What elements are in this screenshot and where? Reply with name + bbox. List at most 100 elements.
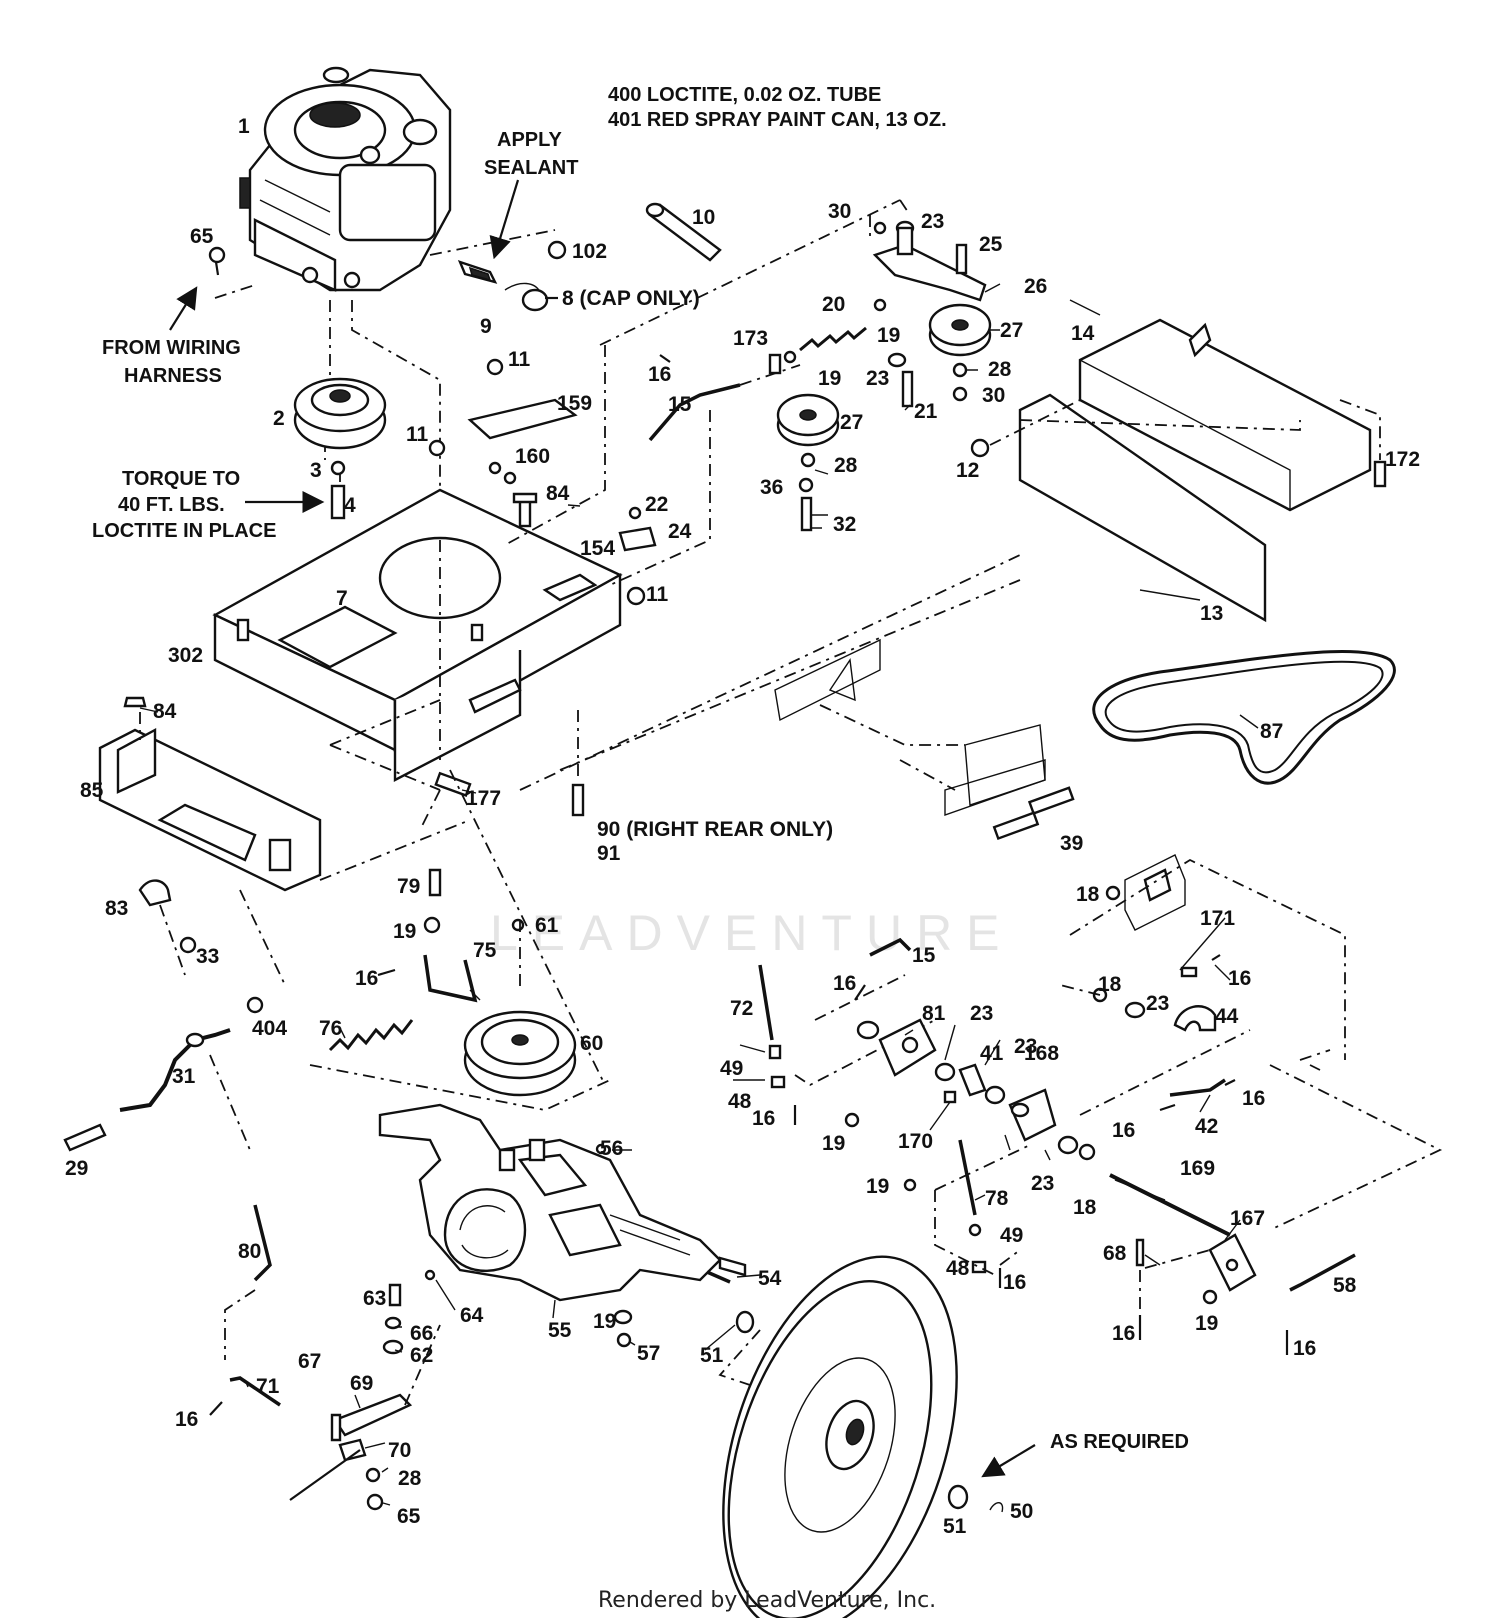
callout-number: 29: [65, 1157, 88, 1180]
as-required-label: AS REQUIRED: [1050, 1431, 1189, 1453]
callout-number: 168: [1024, 1042, 1059, 1065]
callout-number: 16: [355, 967, 378, 990]
washer-19a: [873, 298, 887, 312]
callout-number: 16: [1003, 1271, 1026, 1294]
bolt-171: [1180, 966, 1198, 978]
rod-80: [253, 1204, 272, 1282]
callout-number: 169: [1180, 1157, 1215, 1180]
callout-8-cap-only: 8 (CAP ONLY): [562, 287, 700, 310]
callout-number: 19: [877, 324, 900, 347]
callout-number: 16: [175, 1408, 198, 1431]
callout-number: 18: [1076, 883, 1100, 906]
bolt-90: [571, 783, 585, 817]
wiring-label-1: FROM WIRING: [102, 337, 241, 359]
callout-number: 36: [760, 476, 783, 499]
callout-number: 76: [319, 1017, 342, 1040]
callout-number: 23: [1014, 1035, 1037, 1058]
collar-41: [958, 1063, 987, 1097]
callout-number: 51: [943, 1515, 967, 1538]
callout-number: 10: [692, 206, 715, 229]
bracket-171: [1124, 854, 1186, 931]
rod-169: [1109, 1173, 1231, 1237]
pulley-27a: [928, 303, 992, 357]
washer-160b: [503, 471, 517, 485]
nut-11b: [428, 439, 446, 457]
callout-number: 27: [840, 411, 863, 434]
callout-number: 54: [758, 1267, 782, 1290]
callout-number: 30: [982, 384, 1005, 407]
callout-number: 19: [818, 367, 841, 390]
callout-number: 23: [866, 367, 889, 390]
engine-part: [239, 66, 452, 292]
pivot-168: [1008, 1088, 1057, 1142]
callout-number: 68: [1103, 1242, 1127, 1265]
washer-28b: [800, 452, 816, 468]
callout-number: 21: [914, 400, 938, 423]
callout-number: 302: [168, 644, 203, 667]
callout-number: 171: [1200, 907, 1235, 930]
callout-number: 19: [1195, 1312, 1218, 1335]
nut-30b: [952, 386, 968, 402]
callout-number: 81: [922, 1002, 946, 1025]
callout-number: 79: [397, 875, 420, 898]
handle-29: [63, 1123, 107, 1152]
callout-number: 154: [580, 537, 615, 560]
callout-number: 83: [105, 897, 128, 920]
washer-19d: [844, 1112, 860, 1128]
callout-number: 57: [637, 1342, 660, 1365]
callout-number: 62: [410, 1344, 433, 1367]
callout-number: 51: [700, 1344, 724, 1367]
bolt-63: [388, 1283, 402, 1307]
callout-number: 91: [597, 842, 621, 865]
callout-number: 404: [252, 1017, 287, 1040]
callout-number: 30: [828, 200, 851, 223]
rod-78: [958, 1139, 977, 1216]
nut-102: [547, 240, 567, 260]
bushing-173: [768, 353, 782, 375]
callout-number: 16: [1293, 1337, 1316, 1360]
wheel: [722, 1255, 958, 1618]
callout-number: 49: [720, 1057, 743, 1080]
washer-3: [330, 460, 346, 476]
washer-33: [179, 936, 197, 954]
rod-72: [758, 964, 774, 1041]
washer-160a: [488, 461, 502, 475]
engine-pulley: [293, 377, 387, 450]
washer-19f: [613, 1309, 633, 1325]
plate-159: [467, 398, 578, 440]
block-48b: [971, 1260, 987, 1274]
callout-number: 27: [1000, 319, 1023, 342]
callout-number: 28: [988, 358, 1012, 381]
pin-16b: [377, 968, 396, 977]
washer-404: [246, 996, 264, 1014]
pin-16k: [209, 1401, 223, 1416]
washer-19g: [1202, 1289, 1218, 1305]
callout-number: 65: [190, 225, 214, 248]
callout-number: 84: [546, 482, 570, 505]
callout-number: 3: [310, 459, 322, 482]
bushing-23e: [1124, 1001, 1146, 1019]
belt-87: [1092, 650, 1396, 785]
ferrule-49a: [768, 1044, 782, 1060]
callout-number: 160: [515, 445, 550, 468]
callout-number: 16: [1228, 967, 1251, 990]
watermark-text: LEADVENTURE: [490, 905, 1014, 961]
callout-number: 18: [1098, 973, 1122, 996]
bracket-167: [1208, 1233, 1257, 1292]
nut-57: [616, 1332, 632, 1348]
washer-36: [798, 477, 814, 493]
note-401: 401 RED SPRAY PAINT CAN, 13 OZ.: [608, 109, 947, 131]
washer-51a: [735, 1310, 755, 1334]
footer-credit: Rendered by LeadVenture, Inc.: [598, 1588, 936, 1613]
callout-number: 4: [344, 494, 356, 517]
callout-number: 16: [648, 363, 671, 386]
pin-16e: [1224, 1079, 1236, 1086]
block-48a: [770, 1075, 786, 1089]
callout-number: 28: [834, 454, 858, 477]
pin-16a: [659, 354, 671, 363]
bolt-32: [800, 496, 813, 532]
callout-number: 2: [273, 407, 285, 430]
callout-number: 24: [668, 520, 692, 543]
callout-number: 167: [1230, 1207, 1265, 1230]
panel-85: [98, 727, 322, 892]
